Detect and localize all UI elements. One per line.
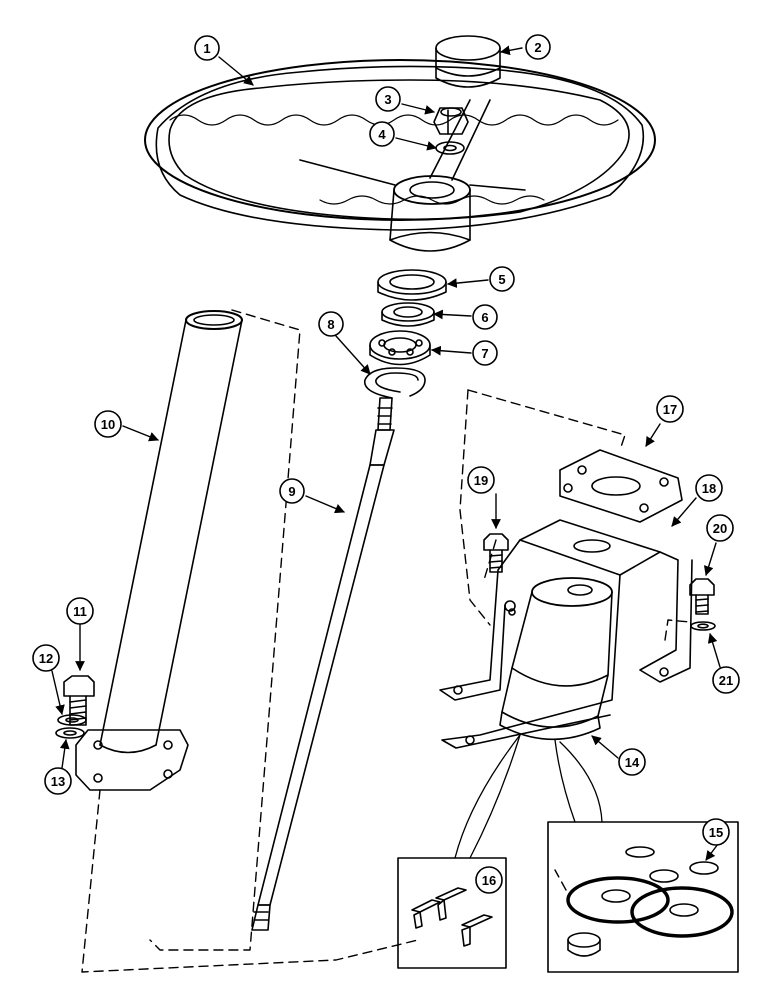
steering-column-tube (75, 310, 243, 791)
seal-kit (547, 821, 739, 973)
washer (435, 141, 465, 155)
steering-shaft (251, 397, 395, 931)
leader-arrows (51, 45, 721, 861)
assembly-guide-lines (81, 309, 691, 973)
snap-ring (363, 367, 426, 399)
callout-number: 20 (713, 521, 727, 536)
callout-labels: 1 2 3 4 5 6 7 8 9 10 11 12 13 14 15 16 1… (32, 34, 740, 894)
callout-8: 8 (318, 311, 344, 337)
callout-number: 12 (39, 651, 53, 666)
callout-number: 2 (534, 40, 541, 55)
callout-number: 18 (702, 481, 716, 496)
callout-number: 17 (663, 402, 677, 417)
callout-11: 11 (66, 597, 94, 625)
callout-number: 21 (719, 673, 733, 688)
callout-number: 6 (481, 310, 488, 325)
callout-20: 20 (706, 514, 734, 542)
lock-washer (55, 727, 85, 739)
callout-number: 19 (474, 473, 488, 488)
callout-number: 1 (203, 41, 210, 56)
steering-wheel (144, 59, 656, 252)
callout-19: 19 (467, 466, 495, 494)
callout-16: 16 (475, 866, 503, 894)
callout-7: 7 (472, 340, 498, 366)
callout-5: 5 (489, 266, 515, 292)
callout-1: 1 (194, 35, 220, 61)
seal (377, 269, 447, 301)
callout-12: 12 (32, 644, 60, 672)
callout-21: 21 (712, 666, 740, 694)
bolt (689, 578, 715, 615)
mounting-bracket (439, 519, 693, 749)
bearing (369, 330, 431, 366)
callout-number: 9 (288, 484, 295, 499)
kit-leader-lines (454, 734, 603, 859)
callout-number: 15 (709, 825, 723, 840)
callout-number: 7 (481, 346, 488, 361)
callout-2: 2 (525, 34, 551, 60)
callout-9: 9 (279, 478, 305, 504)
callout-number: 4 (378, 127, 386, 142)
callout-number: 13 (51, 774, 65, 789)
callout-number: 10 (101, 417, 115, 432)
gasket-plate (559, 449, 683, 523)
wheel-nut (433, 107, 469, 135)
callout-10: 10 (94, 410, 122, 438)
callout-13: 13 (44, 767, 72, 795)
callout-number: 8 (327, 317, 334, 332)
lock-washer (690, 621, 716, 631)
horn-cap (435, 35, 501, 88)
callout-15: 15 (702, 818, 730, 846)
spacer-ring (381, 302, 435, 327)
callout-number: 14 (625, 755, 640, 770)
callout-18: 18 (695, 474, 723, 502)
callout-number: 16 (482, 873, 496, 888)
callout-6: 6 (472, 304, 498, 330)
callout-number: 3 (384, 92, 391, 107)
callout-number: 11 (73, 604, 87, 619)
callout-17: 17 (656, 395, 684, 423)
callout-14: 14 (618, 748, 646, 776)
callout-4: 4 (369, 121, 395, 147)
callout-number: 5 (498, 272, 505, 287)
callout-3: 3 (375, 86, 401, 112)
steering-motor (499, 577, 613, 741)
washer (57, 714, 87, 726)
spring-kit (397, 857, 507, 969)
